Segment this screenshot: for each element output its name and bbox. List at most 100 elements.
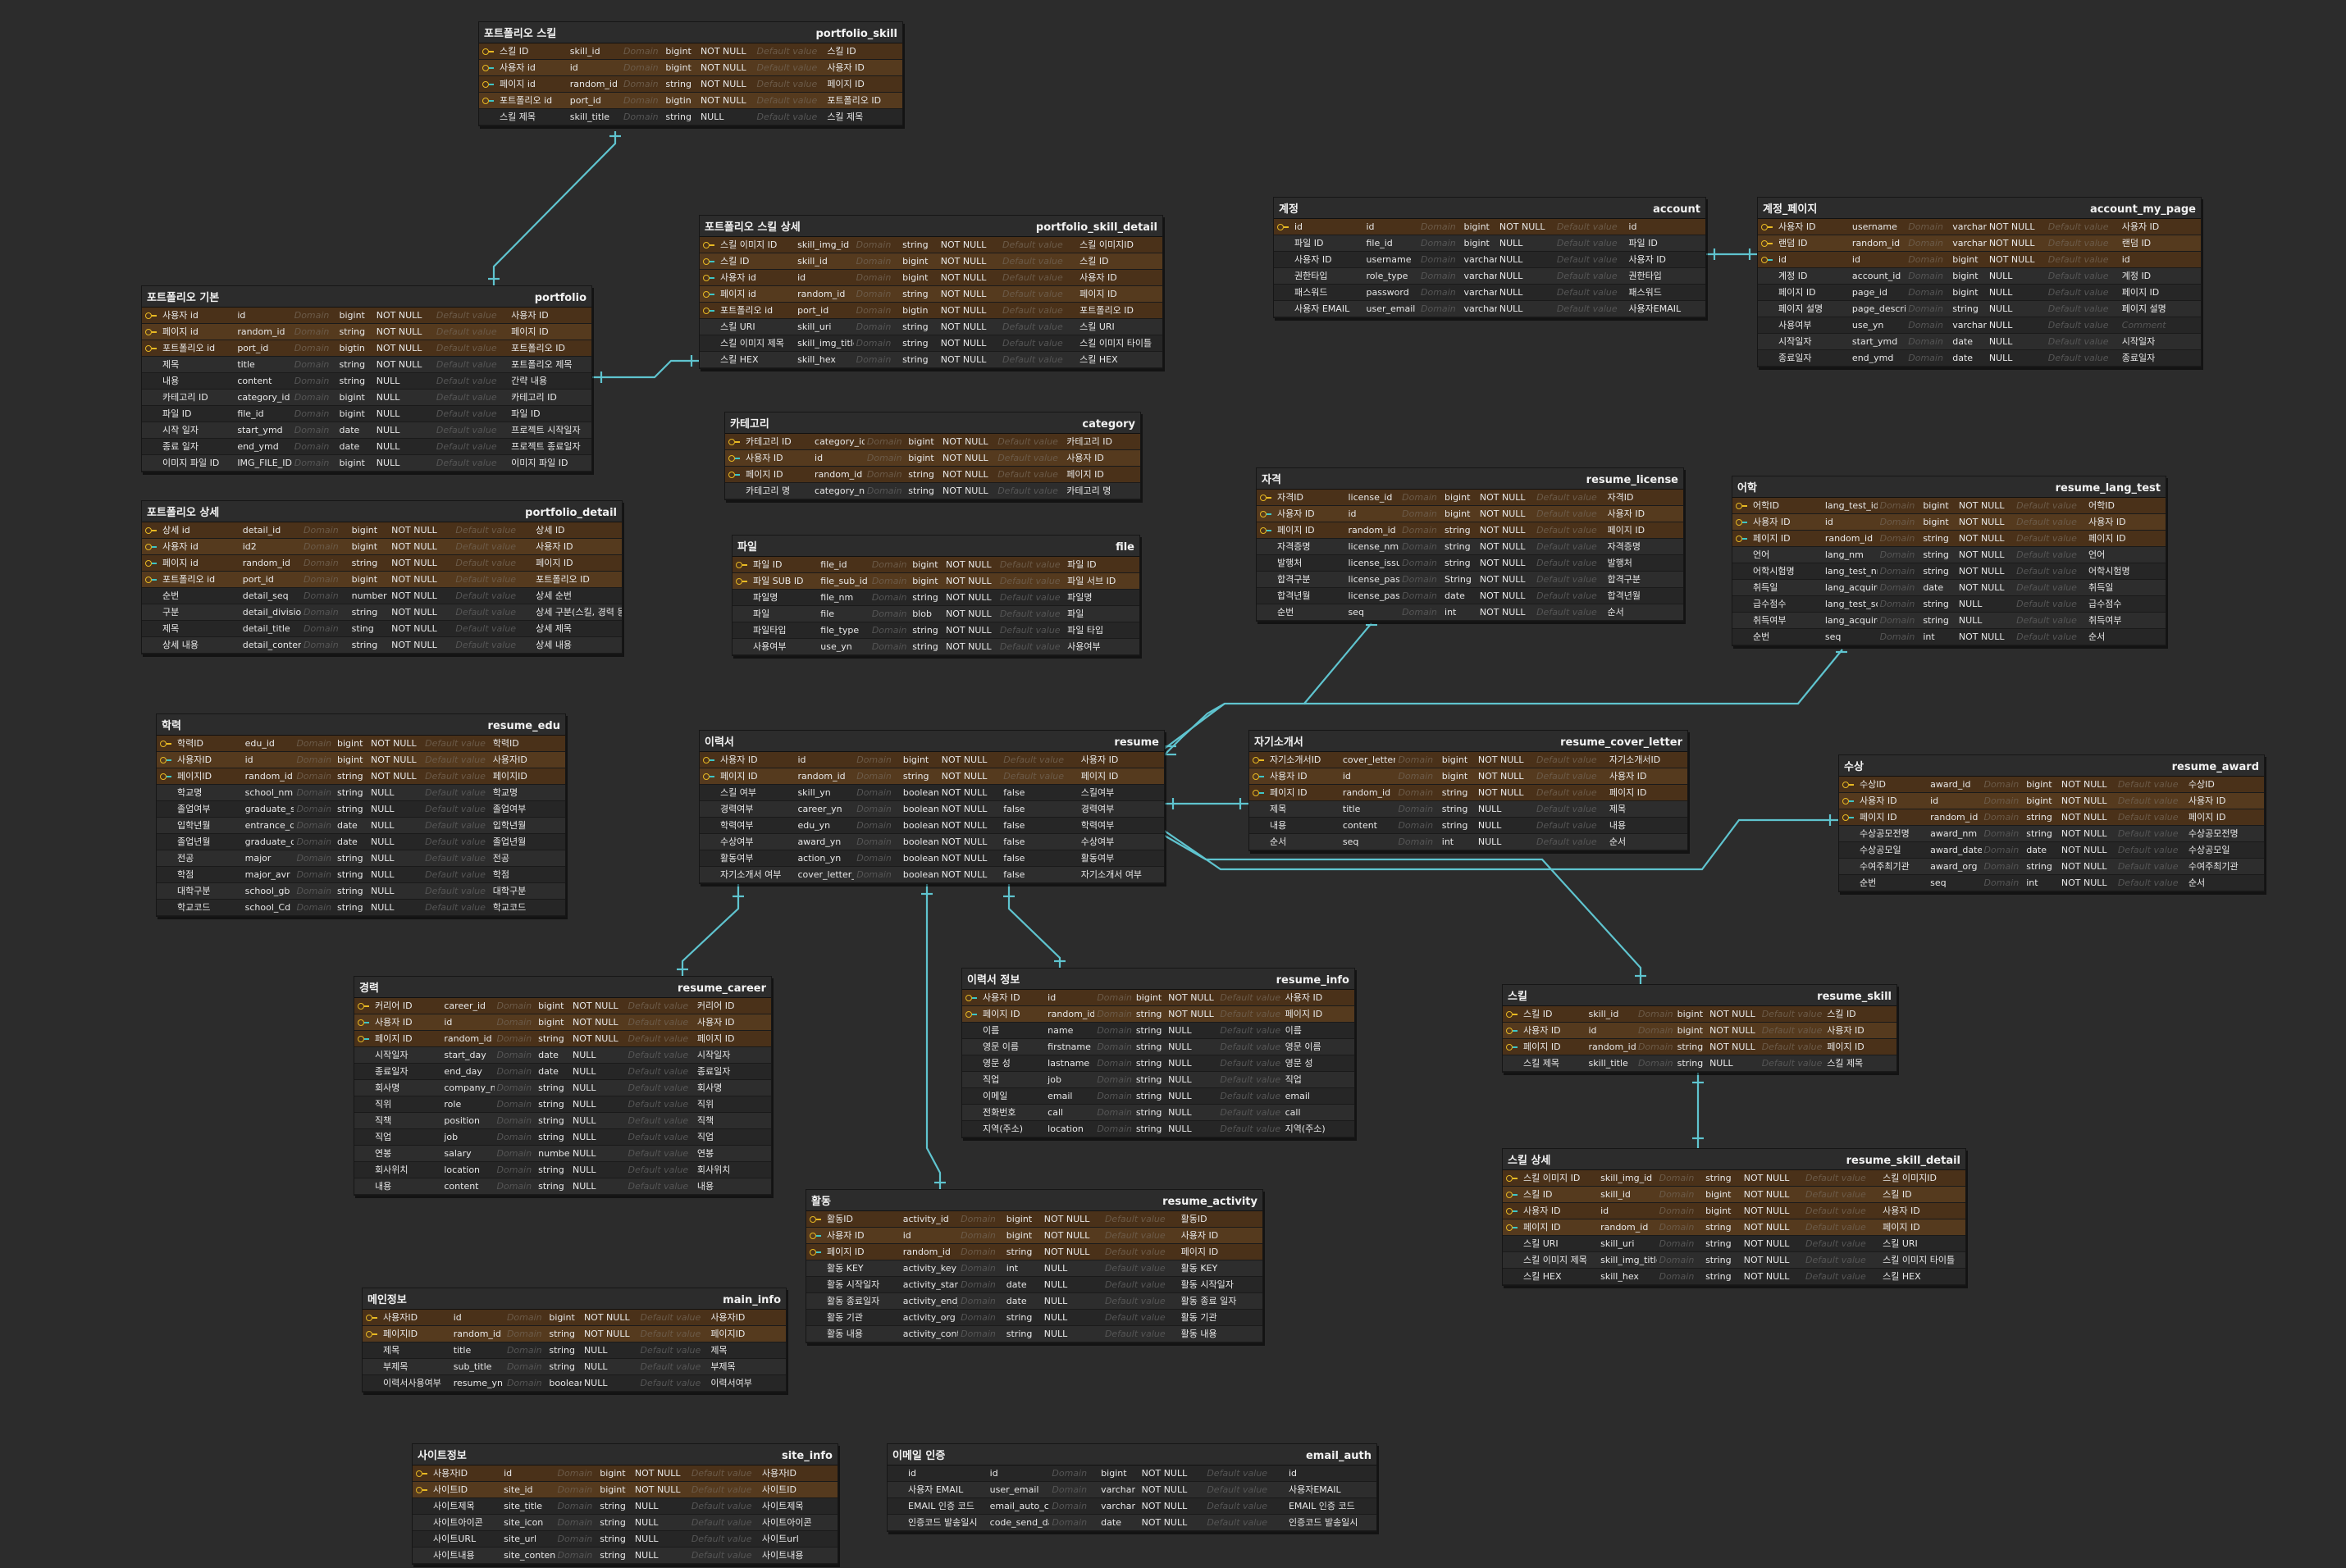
table-row[interactable]: 페이지 설명page_descriptionDomainstringNULLDe… <box>1758 301 2201 317</box>
table-row[interactable]: 자기소개서 여부cover_letter_ynDomainbooleanNOT … <box>700 867 1164 883</box>
table-row[interactable]: 활동 시작일자activity_start_dateDomaindateNULL… <box>806 1277 1262 1293</box>
table-row[interactable]: 활동 내용activity_contentDomainstringNULLDef… <box>806 1326 1262 1342</box>
table-row[interactable]: 활동 종료일자activity_end_dateDomaindateNULLDe… <box>806 1293 1262 1310</box>
